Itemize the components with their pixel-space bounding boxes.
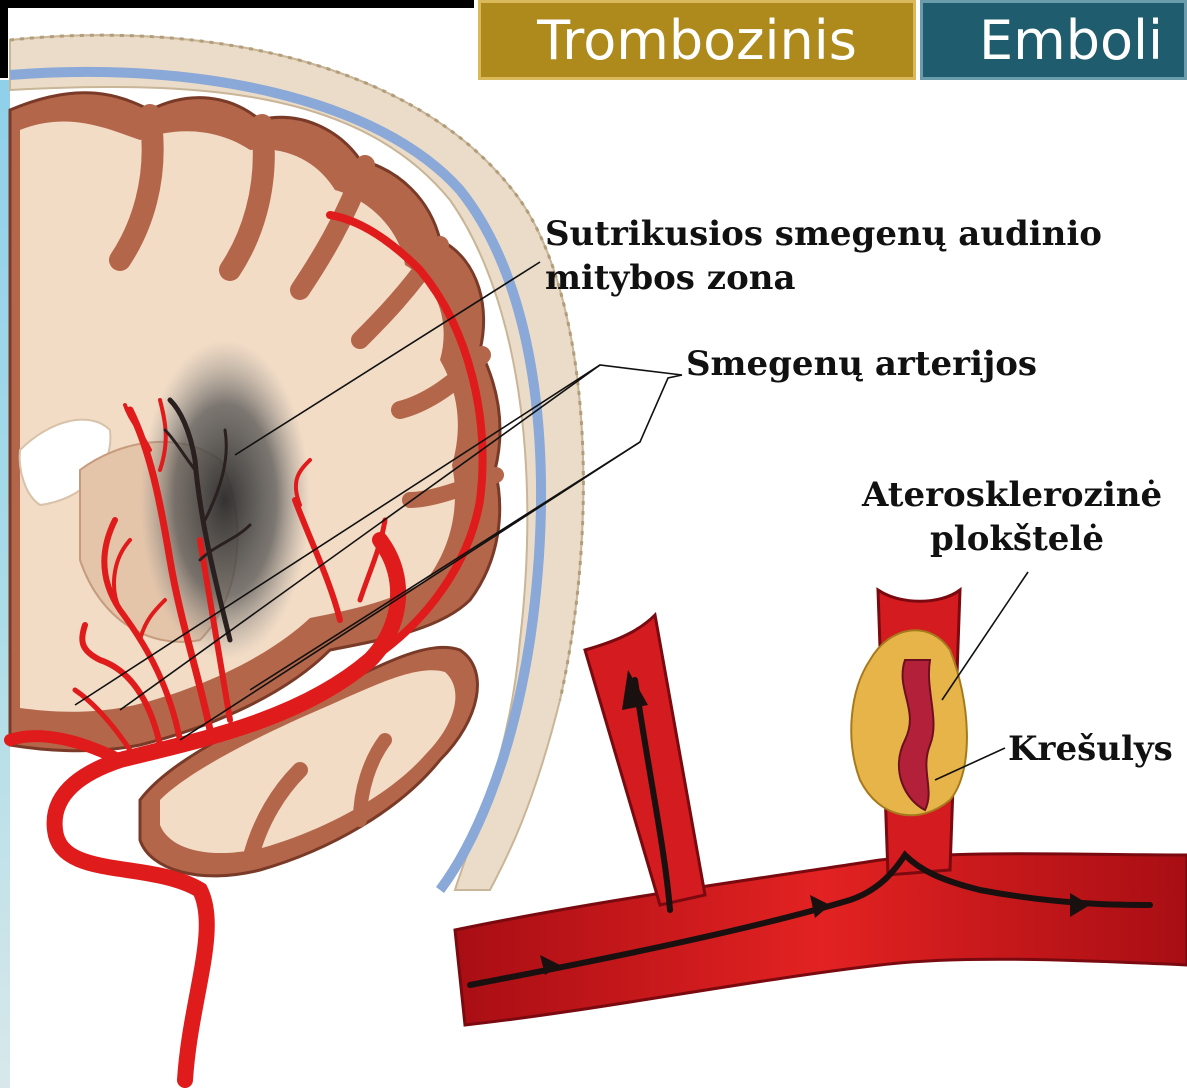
label-clot: Krešulys <box>1008 727 1173 771</box>
label-plaque-line2: plokštelė <box>930 517 1104 561</box>
tab-trombozinis-label: Trombozinis <box>537 9 857 72</box>
tab-trombozinis[interactable]: Trombozinis <box>478 0 916 80</box>
label-ischemic-zone-line1: Sutrikusios smegenų audinio <box>545 212 1102 256</box>
label-plaque-line1: Aterosklerozinė <box>862 473 1162 517</box>
tab-embolinis[interactable]: Emboli <box>920 0 1187 80</box>
label-ischemic-zone-line2: mitybos zona <box>545 256 796 300</box>
tab-embolinis-label: Emboli <box>979 9 1163 72</box>
label-cerebral-arteries: Smegenų arterijos <box>686 342 1037 386</box>
